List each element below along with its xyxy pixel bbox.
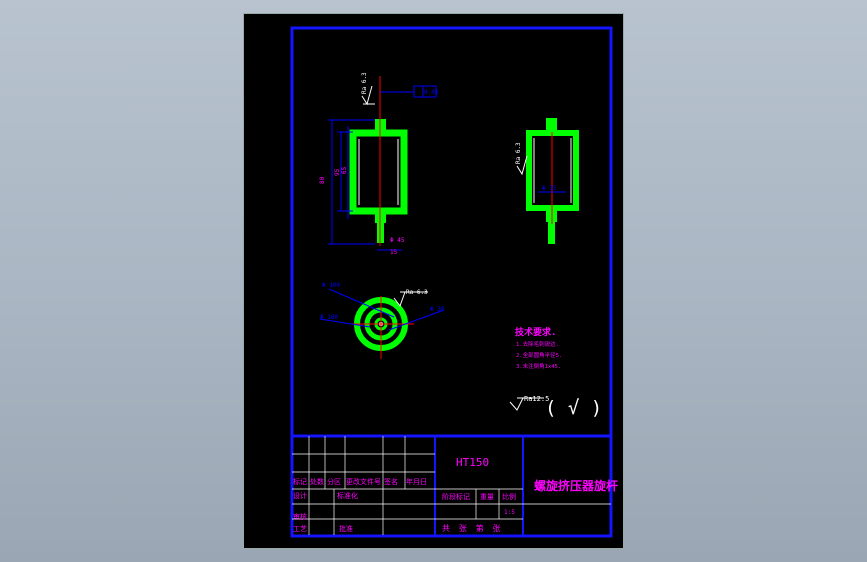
part-name: 螺旋挤压器旋杆 (534, 478, 618, 493)
title-block-grid (292, 436, 611, 535)
side-surface-finish: Ra 6.3 (515, 142, 522, 164)
general-finish-icon (509, 397, 524, 411)
material-label: HT150 (456, 456, 489, 469)
circle-view: Φ 100 Φ 160 Φ 30 Ra 6.3 (319, 282, 445, 359)
front-dim-3: 65 (341, 166, 348, 174)
front-surface-finish: Ra 6.3 (361, 72, 368, 94)
review-label: 审核 (293, 512, 307, 521)
circle-surface-finish: Ra 6.3 (406, 289, 428, 296)
header-count: 处数 (310, 477, 324, 486)
drawing-border (290, 26, 613, 538)
stage-label: 阶段标记 (442, 492, 470, 501)
circle-surface-finish-icon (393, 291, 406, 308)
circle-d3: Φ 30 (430, 306, 445, 313)
circle-d2: Φ 160 (320, 314, 338, 321)
notes-item-1: 1.去除毛刺锐边. (516, 340, 559, 348)
side-view: Φ 35 Ra 6.3 (515, 118, 579, 244)
general-finish-symbol: Ra12.5 (524, 395, 549, 403)
circle-d1: Φ 100 (322, 282, 340, 289)
front-dim-bottom: Φ 45 (390, 237, 405, 244)
front-view: 80 95 65 Ra 6.3 0.01 Φ 45 15 (319, 72, 439, 256)
approve-label: 批准 (339, 524, 353, 533)
front-tolerance: 0.01 (424, 89, 439, 96)
header-change-doc: 更改文件号 (346, 477, 381, 486)
standard-label: 标准化 (337, 491, 358, 500)
front-dim-width: 15 (390, 249, 398, 256)
front-dim-1: 80 (319, 176, 326, 184)
notes-item-3: 3.未注倒角1x45. (516, 362, 561, 370)
scale-label: 比例 (502, 492, 516, 501)
drawing-sheet: 80 95 65 Ra 6.3 0.01 Φ 45 15 Φ 35 Ra 6.3 (243, 13, 624, 549)
front-dim-2: 95 (334, 168, 341, 176)
header-mark: 标记 (293, 477, 307, 486)
sheet-count: 共 张 第 张 (442, 523, 502, 533)
header-zone: 分区 (327, 477, 341, 486)
design-label: 设计 (293, 491, 307, 500)
side-surface-finish-icon (516, 155, 528, 176)
notes-item-2: 2.全部圆角半径5. (516, 351, 562, 359)
general-finish-bracket: ( √ ) (545, 397, 602, 419)
general-finish: Ra12.5 ( √ ) (509, 395, 602, 419)
scale-value: 1:5 (504, 509, 515, 516)
weight-label: 重量 (480, 493, 494, 501)
notes-title: 技术要求. (515, 326, 556, 338)
side-dia: Φ 35 (542, 185, 557, 192)
header-date: 年月日 (406, 477, 427, 486)
technical-notes: 技术要求. 1.去除毛刺锐边. 2.全部圆角半径5. 3.未注倒角1x45. (515, 326, 562, 370)
header-signature: 签名 (384, 477, 398, 486)
drawing-canvas: 80 95 65 Ra 6.3 0.01 Φ 45 15 Φ 35 Ra 6.3 (290, 26, 618, 538)
process-label: 工艺 (293, 525, 307, 533)
front-body (349, 129, 408, 215)
